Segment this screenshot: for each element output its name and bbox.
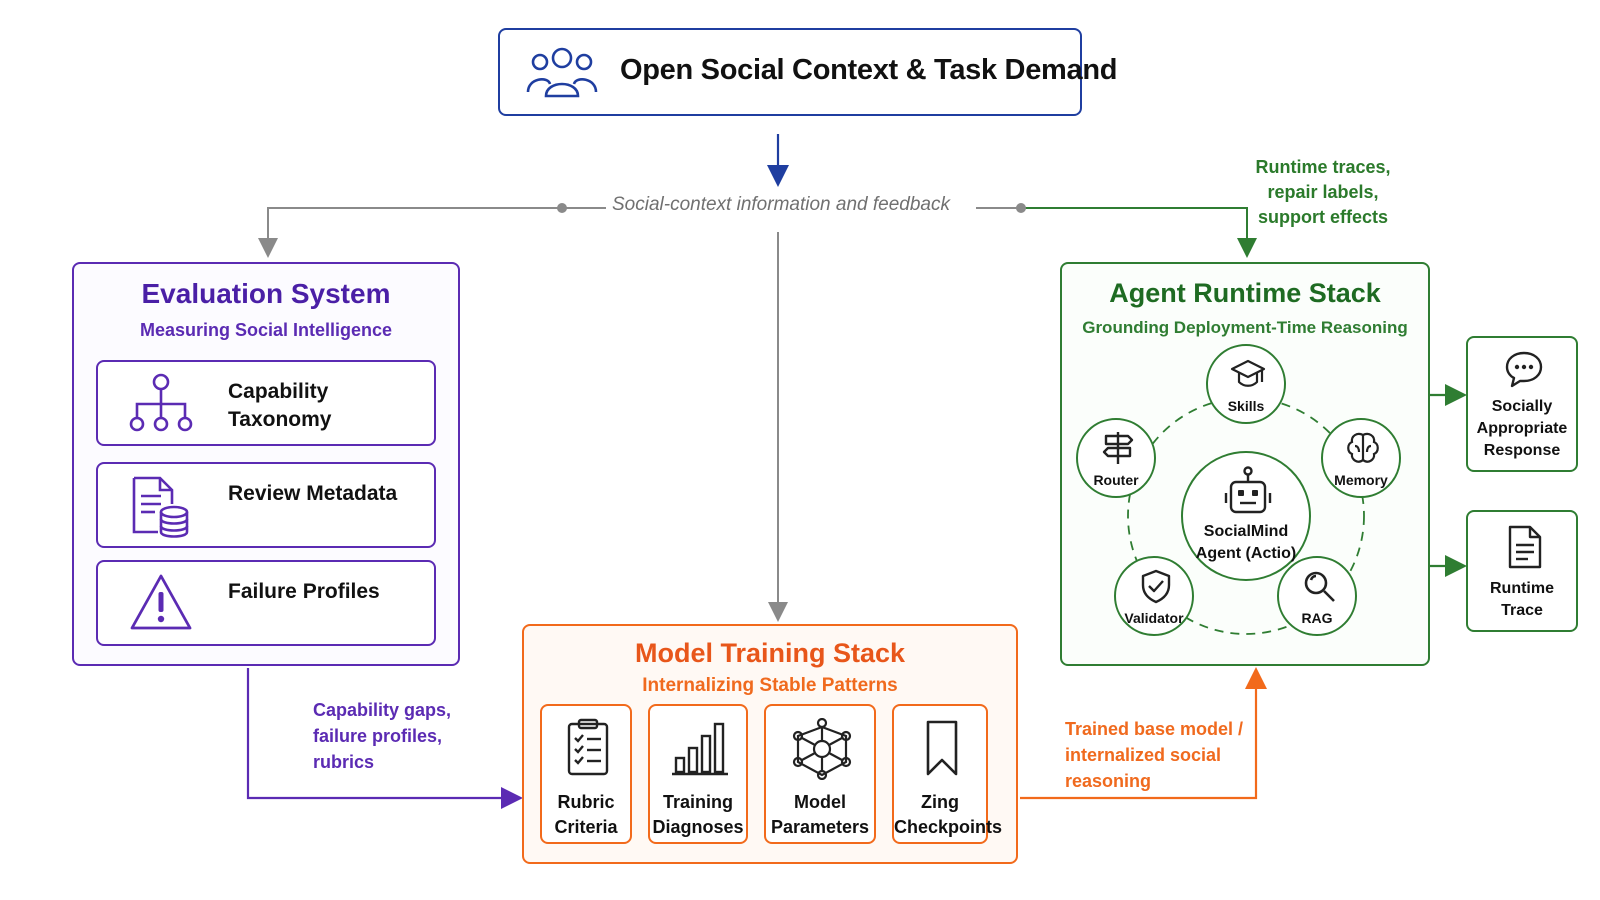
agent-runtime-box: Agent Runtime Stack Grounding Deployment… <box>1060 262 1430 666</box>
network-icon <box>792 718 852 780</box>
training-item-model-parameters: Model Parameters <box>764 704 876 844</box>
chat-bubble-icon <box>1505 351 1543 388</box>
socially-appropriate-response-box: Socially Appropriate Response <box>1466 336 1578 472</box>
capability-gaps-note: Capability gaps, failure profiles, rubri… <box>313 700 452 772</box>
training-item-rubric-criteria: Rubric Criteria <box>540 704 632 844</box>
training-item-label: Rubric Criteria <box>554 792 618 837</box>
router-node: Router <box>1076 418 1156 498</box>
node-label: RAG <box>1301 610 1333 626</box>
training-title: Model Training Stack <box>634 638 906 668</box>
document-icon <box>1508 525 1542 569</box>
bar-chart-icon <box>672 722 728 776</box>
training-item-training-diagnoses: Training Diagnoses <box>648 704 748 844</box>
feedback-line-right <box>976 207 1257 258</box>
eval-item-capability-taxonomy: Capability Taxonomy <box>96 360 436 446</box>
evaluation-title: Evaluation System <box>141 278 391 309</box>
warning-icon <box>130 574 192 630</box>
node-label: Skills <box>1227 398 1265 414</box>
training-item-label: Training Diagnoses <box>652 792 744 837</box>
model-training-box: Model Training Stack Internalizing Stabl… <box>522 624 1018 864</box>
trained-model-note: Trained base model / internalized social… <box>1065 719 1244 791</box>
validator-node: Validator <box>1114 556 1194 636</box>
hierarchy-icon <box>129 373 193 432</box>
context-title: Open Social Context & Task Demand <box>620 54 1118 86</box>
node-label: Memory <box>1334 472 1388 488</box>
node-label: Validator <box>1124 610 1184 626</box>
eval-item-label: Capability Taxonomy <box>228 380 332 431</box>
runtime-trace-box: Runtime Trace <box>1466 510 1578 632</box>
context-box: Open Social Context & Task Demand <box>498 28 1117 116</box>
bookmark-icon <box>926 720 958 776</box>
clipboard-checklist-icon <box>567 718 609 776</box>
eval-item-review-metadata: Review Metadata <box>96 462 436 548</box>
eval-item-label: Review Metadata <box>228 482 398 505</box>
evaluation-subtitle: Measuring Social Intelligence <box>139 320 393 340</box>
signpost-icon <box>1102 432 1134 464</box>
output-label: Runtime Trace <box>1490 580 1554 619</box>
training-subtitle: Internalizing Stable Patterns <box>642 675 898 696</box>
output-label: Socially Appropriate Response <box>1476 398 1568 459</box>
agent-subtitle: Grounding Deployment-Time Reasoning <box>1082 318 1408 337</box>
agent-center-label: SocialMind Agent (Actio) <box>1195 523 1297 562</box>
agent-ring <box>1127 397 1365 635</box>
training-item-zing-checkpoints: Zing Checkpoints <box>892 704 1003 844</box>
eval-item-failure-profiles: Failure Profiles <box>96 560 436 646</box>
feedback-label: Social-context information and feedback <box>612 194 950 215</box>
shield-check-icon <box>1141 569 1171 604</box>
brain-icon <box>1347 432 1379 463</box>
evaluation-system-box: Evaluation System Measuring Social Intel… <box>72 262 460 666</box>
robot-icon <box>1224 466 1272 514</box>
eval-item-label: Failure Profiles <box>228 580 380 603</box>
training-item-label: Zing Checkpoints <box>894 792 1003 837</box>
node-label: Router <box>1093 472 1139 488</box>
users-icon <box>526 47 598 98</box>
document-database-icon <box>132 476 189 538</box>
skills-node: Skills <box>1206 344 1286 424</box>
training-item-label: Model Parameters <box>770 792 870 837</box>
socialmind-agent-node: SocialMind Agent (Actio) <box>1181 451 1311 581</box>
graduation-cap-icon <box>1230 359 1266 387</box>
runtime-traces-note: Runtime traces, repair labels, support e… <box>1255 157 1391 227</box>
rag-node: RAG <box>1277 556 1357 636</box>
memory-node: Memory <box>1321 418 1401 498</box>
agent-title: Agent Runtime Stack <box>1109 278 1381 308</box>
feedback-line-left <box>258 207 606 258</box>
magnifier-icon <box>1304 571 1335 602</box>
